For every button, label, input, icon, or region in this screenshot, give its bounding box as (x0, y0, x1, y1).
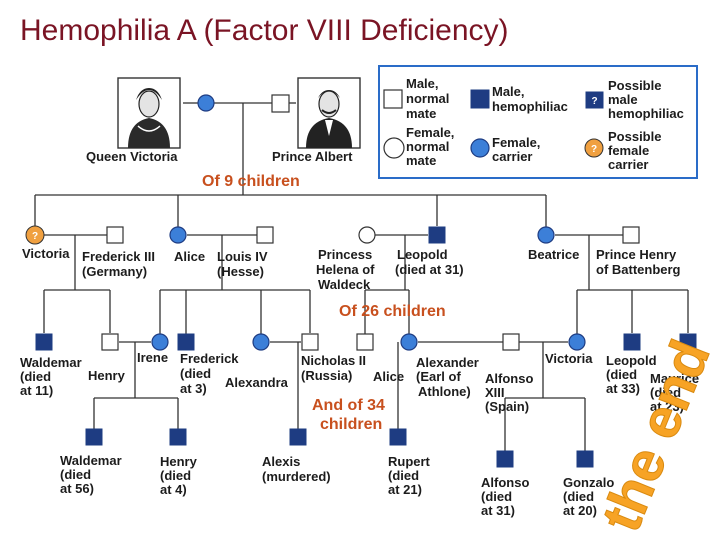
beatrice-label: Beatrice (528, 247, 579, 262)
prince-albert-label: Prince Albert (272, 149, 353, 164)
waldemar-gen4-label: Waldemar (died at 56) (60, 453, 125, 496)
alexis-label: Alexis (murdered) (262, 454, 331, 484)
frederick-gen3-label: Frederick (died at 3) (180, 351, 242, 396)
generation2-count-label: Of 26 children (339, 303, 446, 320)
legend-border (378, 65, 698, 179)
leopold-gen3-symbol (623, 333, 641, 351)
beatrice-carrier-symbol (537, 226, 555, 244)
frederick-gen3-symbol (177, 333, 195, 351)
legend: Male, normal mate Male, hemophiliac ? Po… (378, 65, 698, 179)
alice-gen3-carrier-symbol (400, 333, 418, 351)
victoria-possible-carrier-symbol (25, 225, 45, 245)
legend-female-normal-label: Female, normal mate (406, 125, 458, 168)
victoria-gen3-label: Victoria (545, 351, 593, 366)
frederick-iii-symbol (106, 226, 124, 244)
victoria-question-mark: ? (32, 231, 38, 242)
queen-victoria-portrait (117, 77, 181, 149)
legend-possible-female-question-mark: ? (591, 144, 597, 155)
queen-victoria-symbol (197, 94, 215, 112)
prince-henry-label: Prince Henry of Battenberg (596, 247, 681, 277)
alexandra-label: Alexandra (225, 375, 289, 390)
leopold-hemophiliac-symbol (428, 226, 446, 244)
victoria-label: Victoria (22, 246, 70, 261)
gonzalo-label: Gonzalo (died at 20) (563, 475, 618, 518)
henry-gen4-label: Henry (died at 4) (160, 454, 200, 497)
alexander-label: Alexander (Earl of Athlone) (416, 355, 483, 399)
rupert-label: Rupert (died at 21) (388, 454, 434, 497)
legend-possible-male-symbol (585, 91, 604, 109)
irene-carrier-symbol (151, 333, 169, 351)
page-title: Hemophilia A (Factor VIII Deficiency) (20, 14, 509, 47)
maurice-label: Maurice (died at 23) (650, 371, 703, 414)
waldemar-gen3-symbol (35, 333, 53, 351)
princess-helena-label: Princess Helena of Waldeck (316, 247, 378, 292)
alice-carrier-symbol (169, 226, 187, 244)
legend-female-carrier-symbol (470, 138, 490, 158)
waldemar-gen4-symbol (85, 428, 103, 446)
henry-gen3-label: Henry (88, 368, 126, 383)
legend-male-normal-label: Male, normal mate (406, 76, 453, 121)
irene-label: Irene (137, 350, 168, 365)
legend-female-normal-symbol (383, 137, 405, 159)
legend-male-hemophiliac-symbol (470, 89, 490, 109)
nicholas-ii-label: Nicholas II (Russia) (301, 353, 370, 383)
frederick-iii-label: Frederick III (Germany) (82, 249, 159, 279)
nicholas-ii-symbol (301, 333, 319, 351)
prince-henry-symbol (622, 226, 640, 244)
alfonso-xiii-label: Alfonso XIII (Spain) (485, 371, 537, 414)
princess-helena-symbol (358, 226, 376, 244)
alice-gen3-label: Alice (373, 369, 404, 384)
louis-iv-symbol (256, 226, 274, 244)
alfonso-gen4-label: Alfonso (died at 31) (481, 475, 533, 518)
pedigree-lines (34, 102, 689, 451)
prince-albert-portrait (297, 77, 361, 149)
gonzalo-symbol (576, 450, 594, 468)
alfonso-xiii-symbol (502, 333, 520, 351)
legend-possible-female-symbol (584, 138, 604, 158)
alexander-symbol (356, 333, 374, 351)
legend-possible-female-label: Possible female carrier (608, 129, 665, 172)
waldemar-gen3-label: Waldemar (died at 11) (20, 355, 85, 398)
leopold-label: Leopold (died at 31) (395, 247, 464, 277)
legend-possible-male-question-mark: ? (591, 96, 597, 107)
generation1-count-label: Of 9 children (202, 173, 300, 190)
alexis-symbol (289, 428, 307, 446)
louis-iv-label: Louis IV (Hesse) (217, 249, 271, 279)
legend-female-carrier-label: Female, carrier (492, 135, 544, 164)
legend-male-normal-symbol (383, 89, 403, 109)
alice-label: Alice (174, 249, 205, 264)
generation3-count-label: And of 34 children (312, 397, 389, 433)
rupert-symbol (389, 428, 407, 446)
alfonso-gen4-symbol (496, 450, 514, 468)
victoria-gen3-carrier-symbol (568, 333, 586, 351)
leopold-gen3-label: Leopold (died at 33) (606, 353, 660, 396)
henry-gen3-symbol (101, 333, 119, 351)
prince-albert-symbol (271, 94, 290, 113)
legend-male-hemophiliac-label: Male, hemophiliac (492, 84, 568, 114)
queen-victoria-label: Queen Victoria (86, 149, 178, 164)
legend-possible-male-label: Possible male hemophiliac (608, 78, 684, 121)
maurice-symbol (679, 333, 697, 351)
henry-gen4-symbol (169, 428, 187, 446)
alexandra-carrier-symbol (252, 333, 270, 351)
